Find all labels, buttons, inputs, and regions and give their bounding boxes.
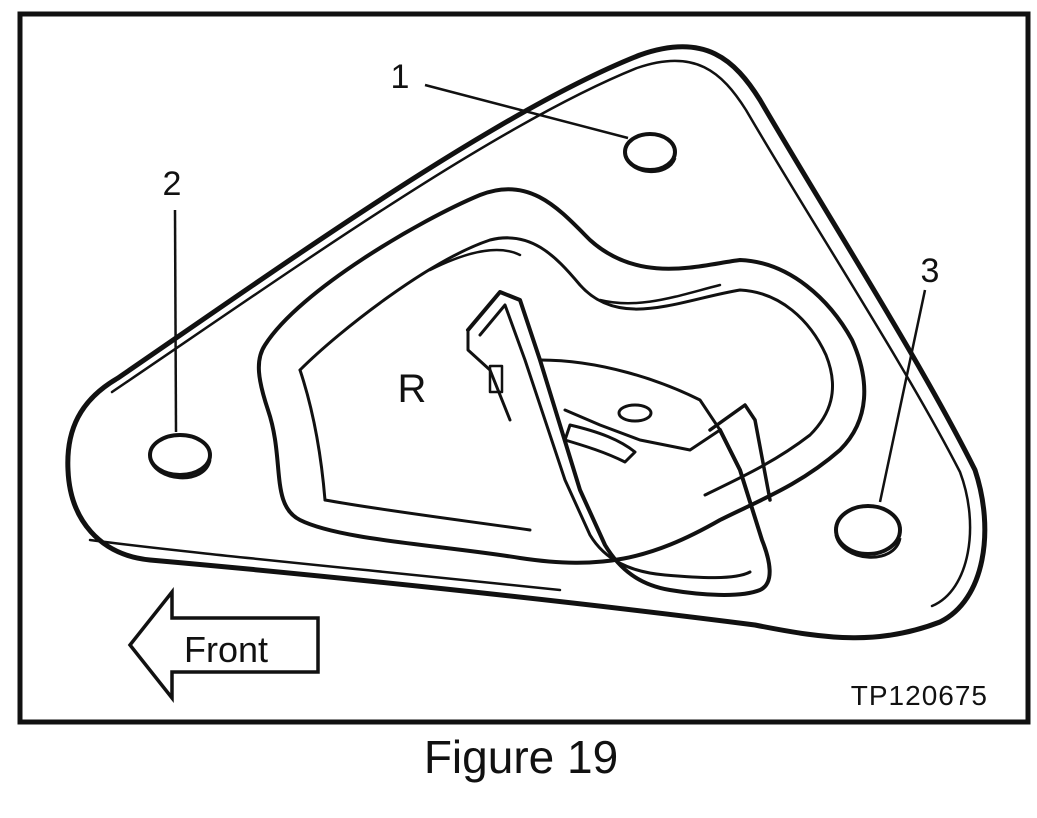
embossed-boss-inner-lower bbox=[323, 498, 532, 532]
latch-right-tab bbox=[708, 403, 772, 502]
front-label: Front bbox=[184, 629, 268, 670]
callout-1-leader bbox=[424, 83, 629, 140]
arrow-left-icon bbox=[127, 586, 320, 704]
hole-1 bbox=[623, 132, 677, 174]
hole-2 bbox=[148, 433, 212, 480]
mounting-plate bbox=[65, 44, 988, 641]
latch-plate bbox=[538, 358, 722, 452]
latch-hook-inner bbox=[478, 303, 752, 580]
plate-edge-left bbox=[88, 538, 562, 592]
callout-2: 2 bbox=[163, 165, 182, 203]
latch-plate-hole bbox=[617, 403, 653, 423]
latch-clip bbox=[488, 364, 504, 394]
latch-hook-body bbox=[466, 290, 772, 597]
callout-2-leader bbox=[173, 209, 178, 433]
hole-3 bbox=[834, 504, 902, 559]
plate-outline-inner bbox=[110, 59, 972, 608]
latch-hook-front-edge bbox=[466, 328, 512, 422]
plate-outline-outer bbox=[65, 44, 988, 641]
figure-frame bbox=[17, 11, 1031, 725]
embossed-boss-inner bbox=[298, 236, 834, 497]
plate-marking-r: R bbox=[398, 367, 427, 411]
embossed-boss-groove bbox=[428, 248, 722, 305]
latch-plate-slot bbox=[563, 423, 637, 464]
embossed-boss-outer bbox=[256, 187, 867, 565]
callout-1: 1 bbox=[391, 58, 410, 96]
callout-3: 3 bbox=[921, 252, 940, 290]
reference-code: TP120675 bbox=[851, 680, 988, 711]
callout-3-leader bbox=[878, 289, 927, 503]
figure-caption: Figure 19 bbox=[424, 731, 618, 783]
front-direction-arrow: Front bbox=[127, 586, 320, 704]
embossed-boss-inner-left bbox=[298, 368, 327, 502]
